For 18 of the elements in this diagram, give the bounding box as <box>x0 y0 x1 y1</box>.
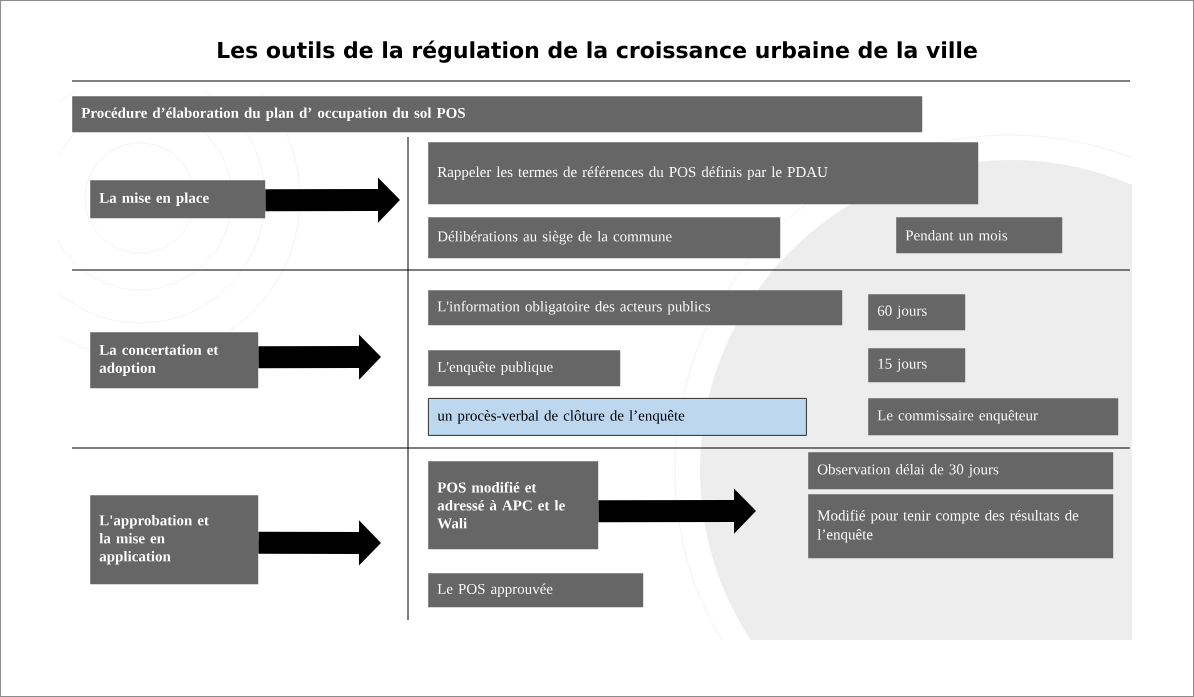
stage-box: POS modifié et adressé à APC et le Wali <box>428 461 599 550</box>
step-box: L'information obligatoire des acteurs publics <box>428 290 843 326</box>
highlight-box: un procès-verbal de clôture de l’enquête <box>428 398 807 436</box>
step-box: L'enquête publique <box>428 350 621 387</box>
step-box: Rappeler les termes de références du POS définis par le PDAU <box>428 142 979 205</box>
step-box: Délibérations au siège de la commune <box>428 217 781 259</box>
step-box: Modifié pour tenir compte des résultats de l’enquête <box>808 494 1114 559</box>
step-box: Le commissaire enquêteur <box>868 398 1119 436</box>
stage-box: La mise en place <box>90 180 266 219</box>
stage-box: La concertation et adoption <box>90 332 259 389</box>
step-box: 60 jours <box>868 294 966 331</box>
title: Les outils de la régulation de la croissance urbaine de la ville <box>218 40 977 63</box>
stage-box: L'approbation et la mise en application <box>90 495 259 585</box>
step-box: 15 jours <box>868 348 966 383</box>
step-box: Le POS approuvée <box>428 573 644 608</box>
step-box: Pendant un mois <box>896 217 1063 254</box>
header-bar: Procédure d’élaboration du plan d’ occupation du sol POS <box>72 96 923 133</box>
step-box: Observation délai de 30 jours <box>808 452 1114 490</box>
